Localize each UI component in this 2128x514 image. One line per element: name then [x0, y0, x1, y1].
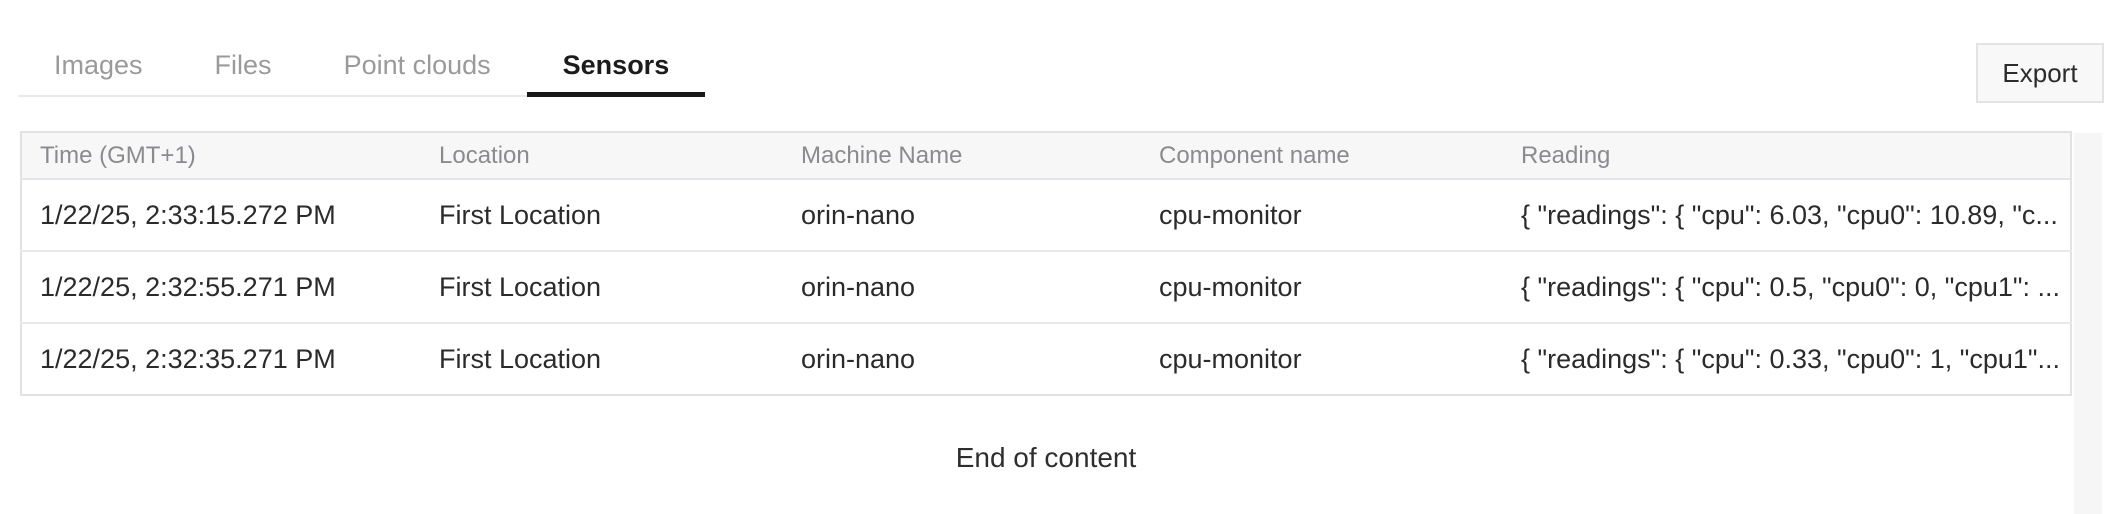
- tab-images-label: Images: [54, 50, 143, 80]
- cell-component-name: cpu-monitor: [1159, 199, 1302, 230]
- column-header-component-name: Component name: [1141, 132, 1503, 180]
- cell-machine-name: orin-nano: [801, 199, 916, 230]
- cell-time: 1/22/25, 2:32:35.271 PM: [21, 322, 421, 395]
- cell-reading: { "readings": { "cpu": 0.5, "cpu0": 0, "…: [1503, 250, 2071, 323]
- column-header-location: Location: [421, 132, 783, 180]
- column-header-machine-name: Machine Name: [783, 132, 1141, 180]
- cell-machine-name: orin-nano: [783, 250, 1141, 323]
- cell-time: 1/22/25, 2:32:55.271 PM: [21, 250, 421, 323]
- column-header-time: Time (GMT+1): [21, 132, 421, 180]
- export-button[interactable]: Export: [1976, 43, 2104, 103]
- cell-reading: { "readings": { "cpu": 6.03, "cpu0": 10.…: [1521, 199, 2058, 230]
- tab-bar: Images Files Point clouds Sensors: [18, 30, 706, 97]
- tab-point-clouds[interactable]: Point clouds: [308, 30, 527, 95]
- scrollbar-track[interactable]: [2074, 133, 2102, 514]
- cell-location: First Location: [421, 322, 783, 395]
- cell-component-name: cpu-monitor: [1141, 250, 1503, 323]
- tab-files-label: Files: [214, 50, 272, 80]
- cell-location: First Location: [439, 199, 602, 230]
- column-header-reading: Reading: [1503, 132, 2071, 180]
- tab-sensors[interactable]: Sensors: [526, 30, 706, 97]
- tab-images[interactable]: Images: [18, 30, 179, 95]
- tab-sensors-label: Sensors: [562, 50, 670, 80]
- end-of-content-label: End of content: [955, 442, 1137, 473]
- tab-files[interactable]: Files: [179, 30, 308, 95]
- table-row[interactable]: 1/22/25, 2:32:55.271 PM First Location o…: [21, 250, 2071, 323]
- cell-location: First Location: [421, 250, 783, 323]
- cell-time: 1/22/25, 2:33:15.272 PM: [40, 199, 336, 230]
- table-row[interactable]: 1/22/25, 2:32:35.271 PM First Location o…: [21, 322, 2071, 395]
- cell-machine-name: orin-nano: [783, 322, 1141, 395]
- cell-reading: { "readings": { "cpu": 0.33, "cpu0": 1, …: [1503, 322, 2071, 395]
- tab-point-clouds-label: Point clouds: [343, 50, 491, 80]
- top-bar: Images Files Point clouds Sensors Export: [0, 0, 2128, 103]
- table-header: Time (GMT+1) Location Machine Name Compo…: [21, 132, 2071, 180]
- cell-component-name: cpu-monitor: [1141, 322, 1503, 395]
- table-row[interactable]: 1/22/25, 2:33:15.272 PM First Location o…: [21, 179, 2071, 251]
- sensor-readings-table: Time (GMT+1) Location Machine Name Compo…: [20, 131, 2072, 396]
